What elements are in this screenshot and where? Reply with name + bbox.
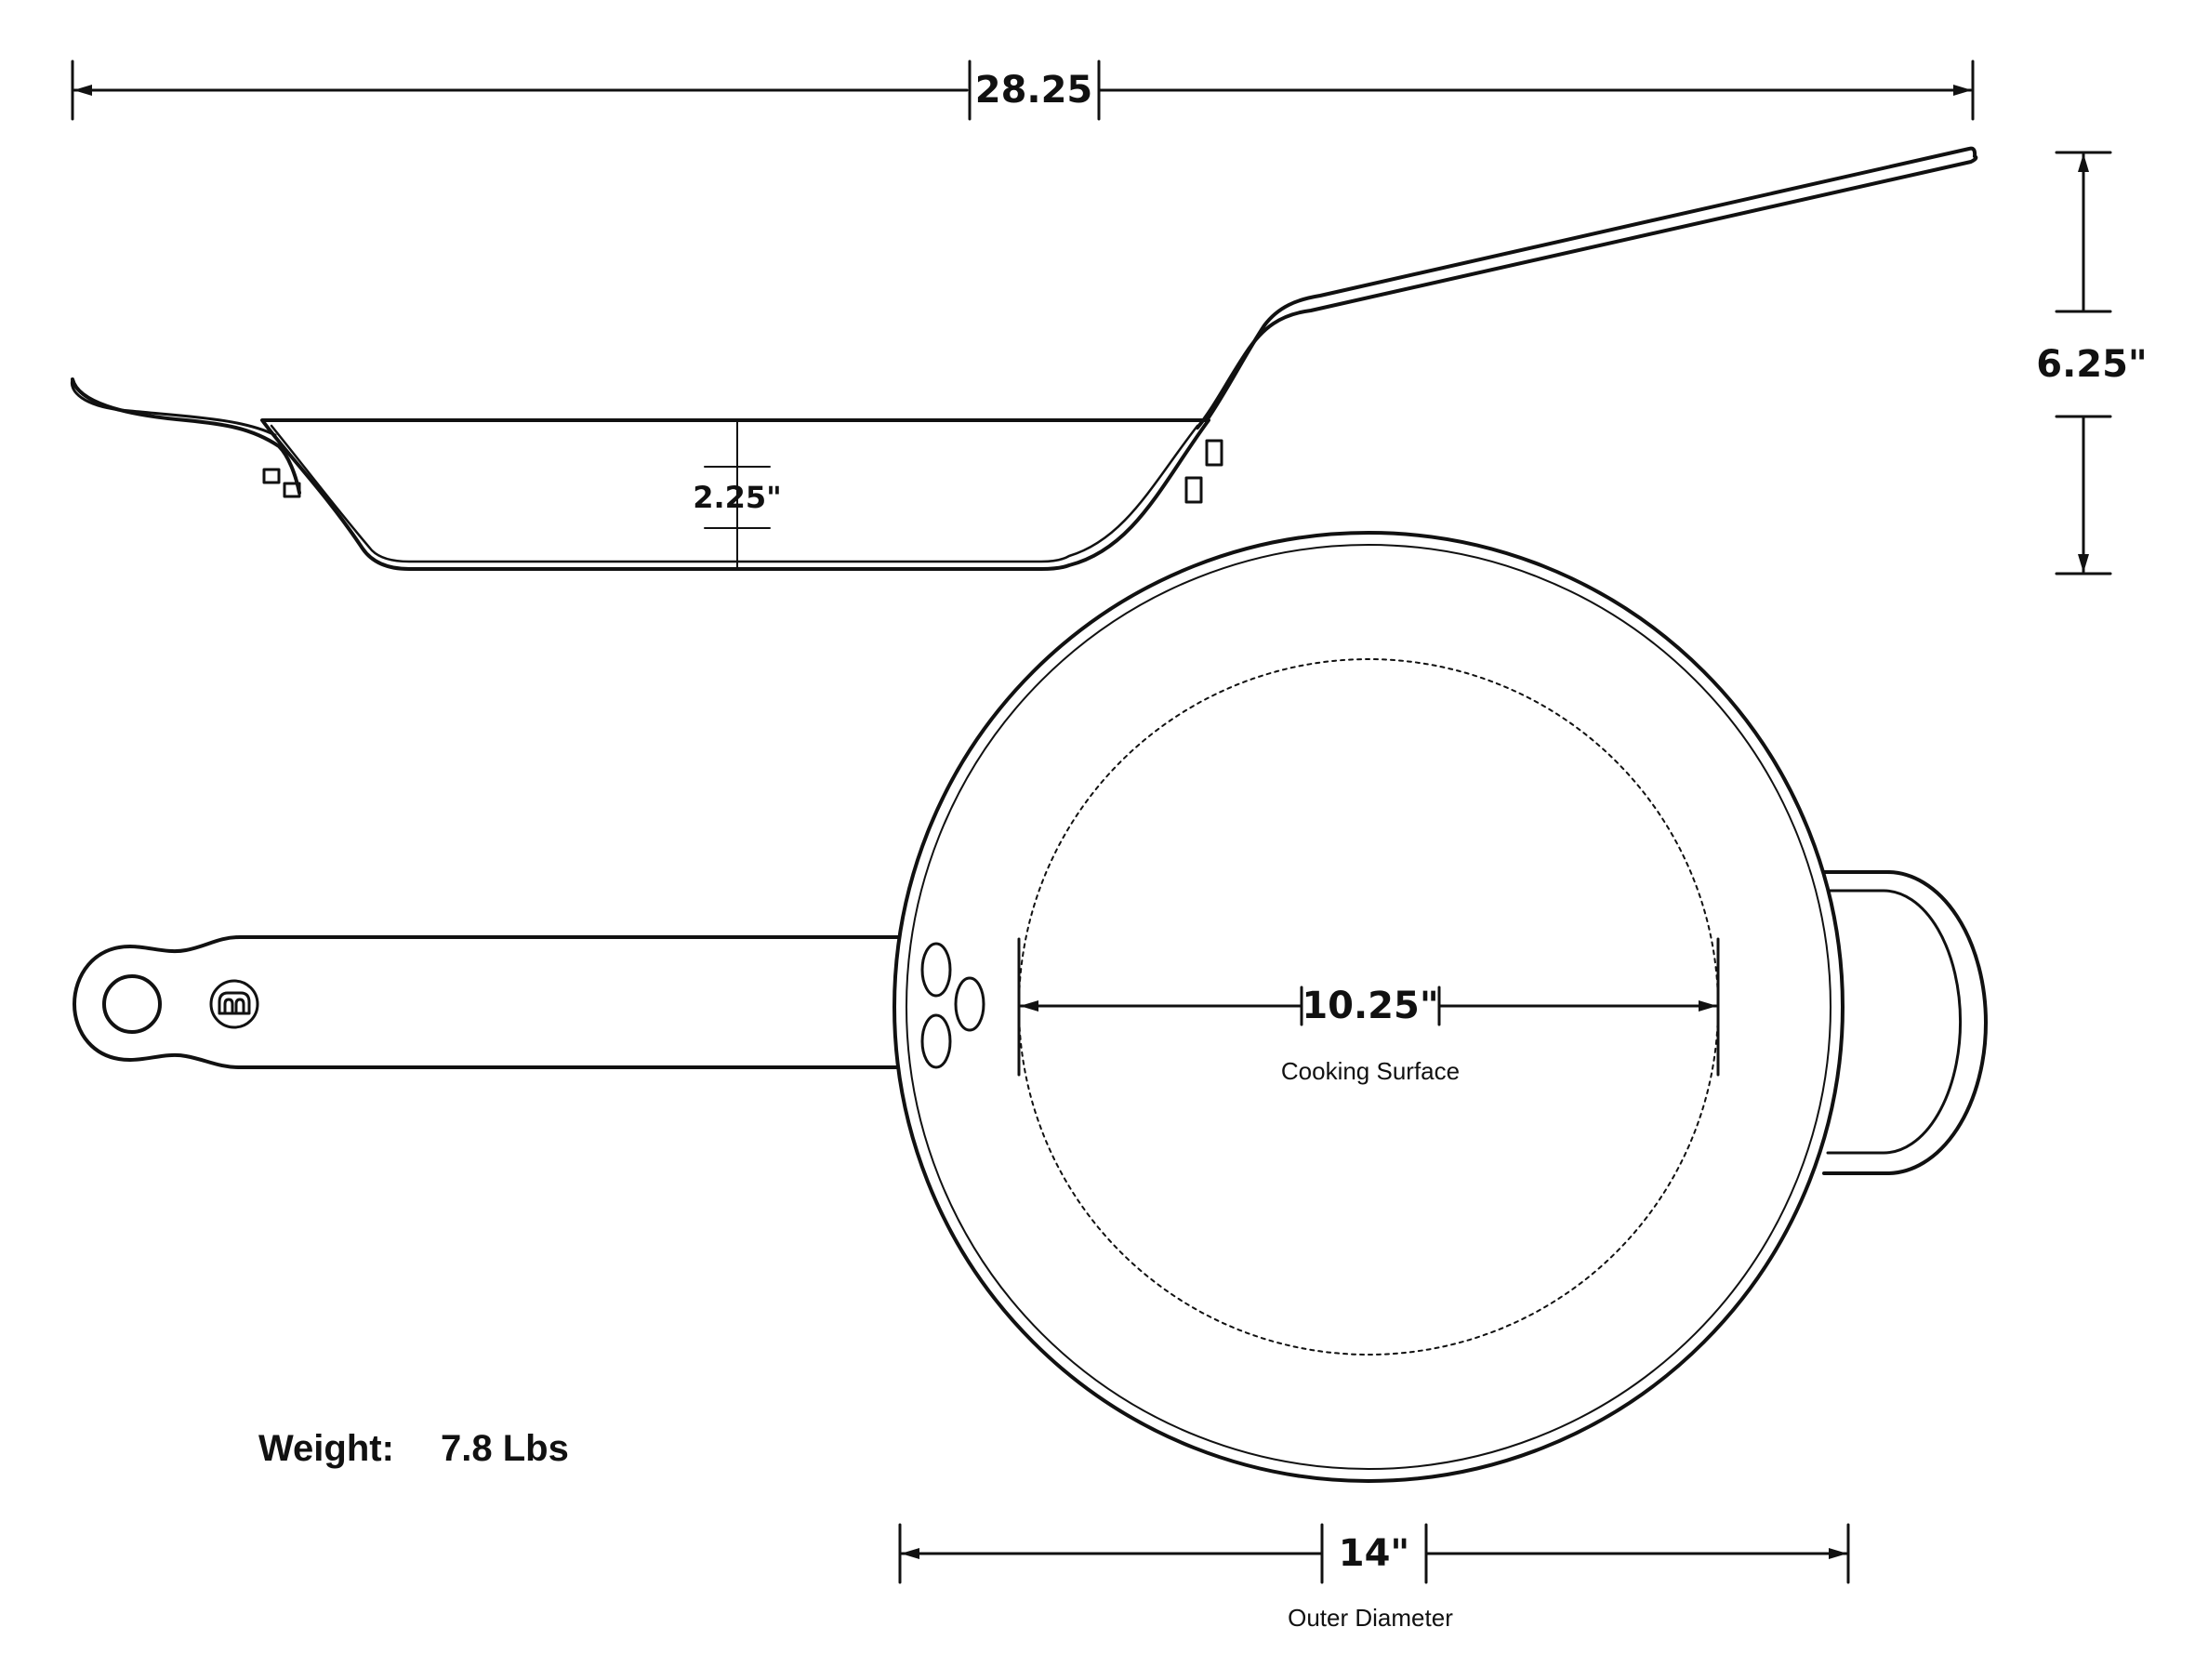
outer-diameter-dimension: 14" Outer Diameter (898, 1523, 1850, 1632)
weight-label: Weight: (258, 1428, 394, 1469)
height-dimension: 6.25" (2036, 151, 2148, 575)
overall-length-label: 28.25 (975, 69, 1093, 112)
maker-logo-icon (209, 979, 259, 1029)
outer-diameter-caption: Outer Diameter (1288, 1604, 1453, 1632)
cooking-surface-dimension-label: 10.25" (1302, 985, 1438, 1027)
overall-length-dimension: 28.25 (71, 60, 1975, 121)
cooking-surface-caption: Cooking Surface (1281, 1057, 1460, 1085)
outer-diameter-dimension-label: 14" (1339, 1532, 1410, 1575)
weight-value: 7.8 Lbs (441, 1428, 569, 1469)
height-label: 6.25" (2036, 343, 2148, 386)
pan-side-view: 2.25" (70, 146, 1978, 571)
depth-label: 2.25" (693, 480, 782, 515)
pan-top-view: 10.25" Cooking Surface (73, 531, 1988, 1483)
weight-info: Weight: 7.8 Lbs (258, 1428, 569, 1469)
